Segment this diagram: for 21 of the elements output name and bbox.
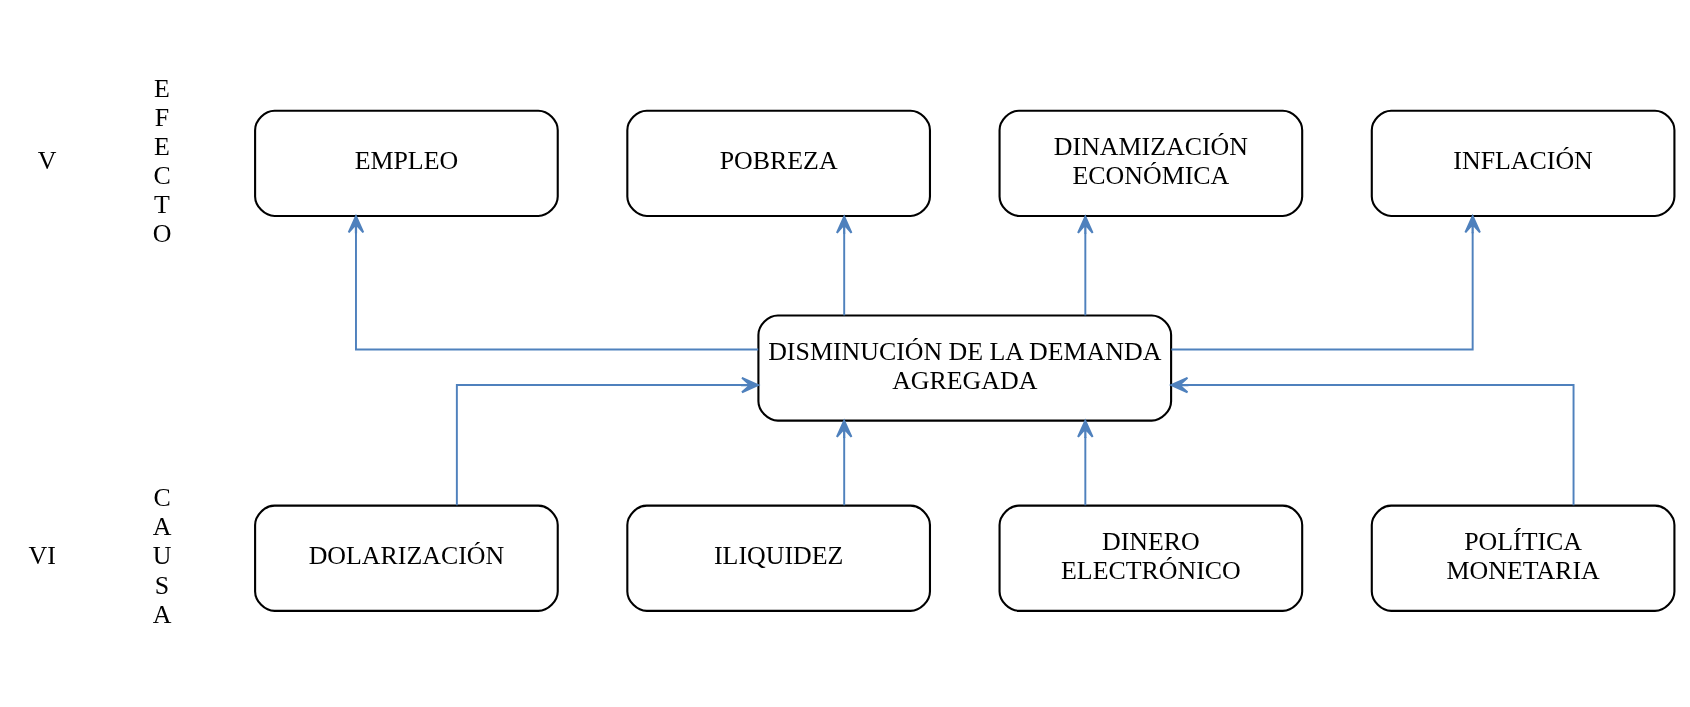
- arrow: [1077, 215, 1094, 317]
- arrow: [1170, 376, 1575, 507]
- node-box: POLÍTICA MONETARIA: [1370, 504, 1676, 612]
- arrow: [835, 215, 853, 317]
- node-box: DISMINUCIÓN DE LA DEMANDA AGREGADA: [757, 314, 1173, 422]
- node-box: DOLARIZACIÓN: [254, 504, 559, 612]
- node-box: ILIQUIDEZ: [626, 504, 931, 612]
- node-box: POBREZA: [626, 109, 931, 217]
- arrow: [455, 376, 760, 507]
- arrow: [1077, 419, 1094, 507]
- arrow: [1170, 215, 1481, 351]
- node-box: INFLACIÓN: [1370, 109, 1676, 217]
- arrow: [835, 419, 853, 507]
- label: EFECTO: [152, 73, 172, 249]
- label: V: [37, 146, 57, 176]
- node-box: EMPLEO: [254, 109, 559, 217]
- arrow: [347, 215, 760, 351]
- label: CAUSA: [152, 483, 172, 629]
- label: VI: [28, 541, 56, 571]
- node-box: DINERO ELECTRÓNICO: [998, 504, 1304, 612]
- node-box: DINAMIZACIÓN ECONÓMICA: [998, 109, 1304, 217]
